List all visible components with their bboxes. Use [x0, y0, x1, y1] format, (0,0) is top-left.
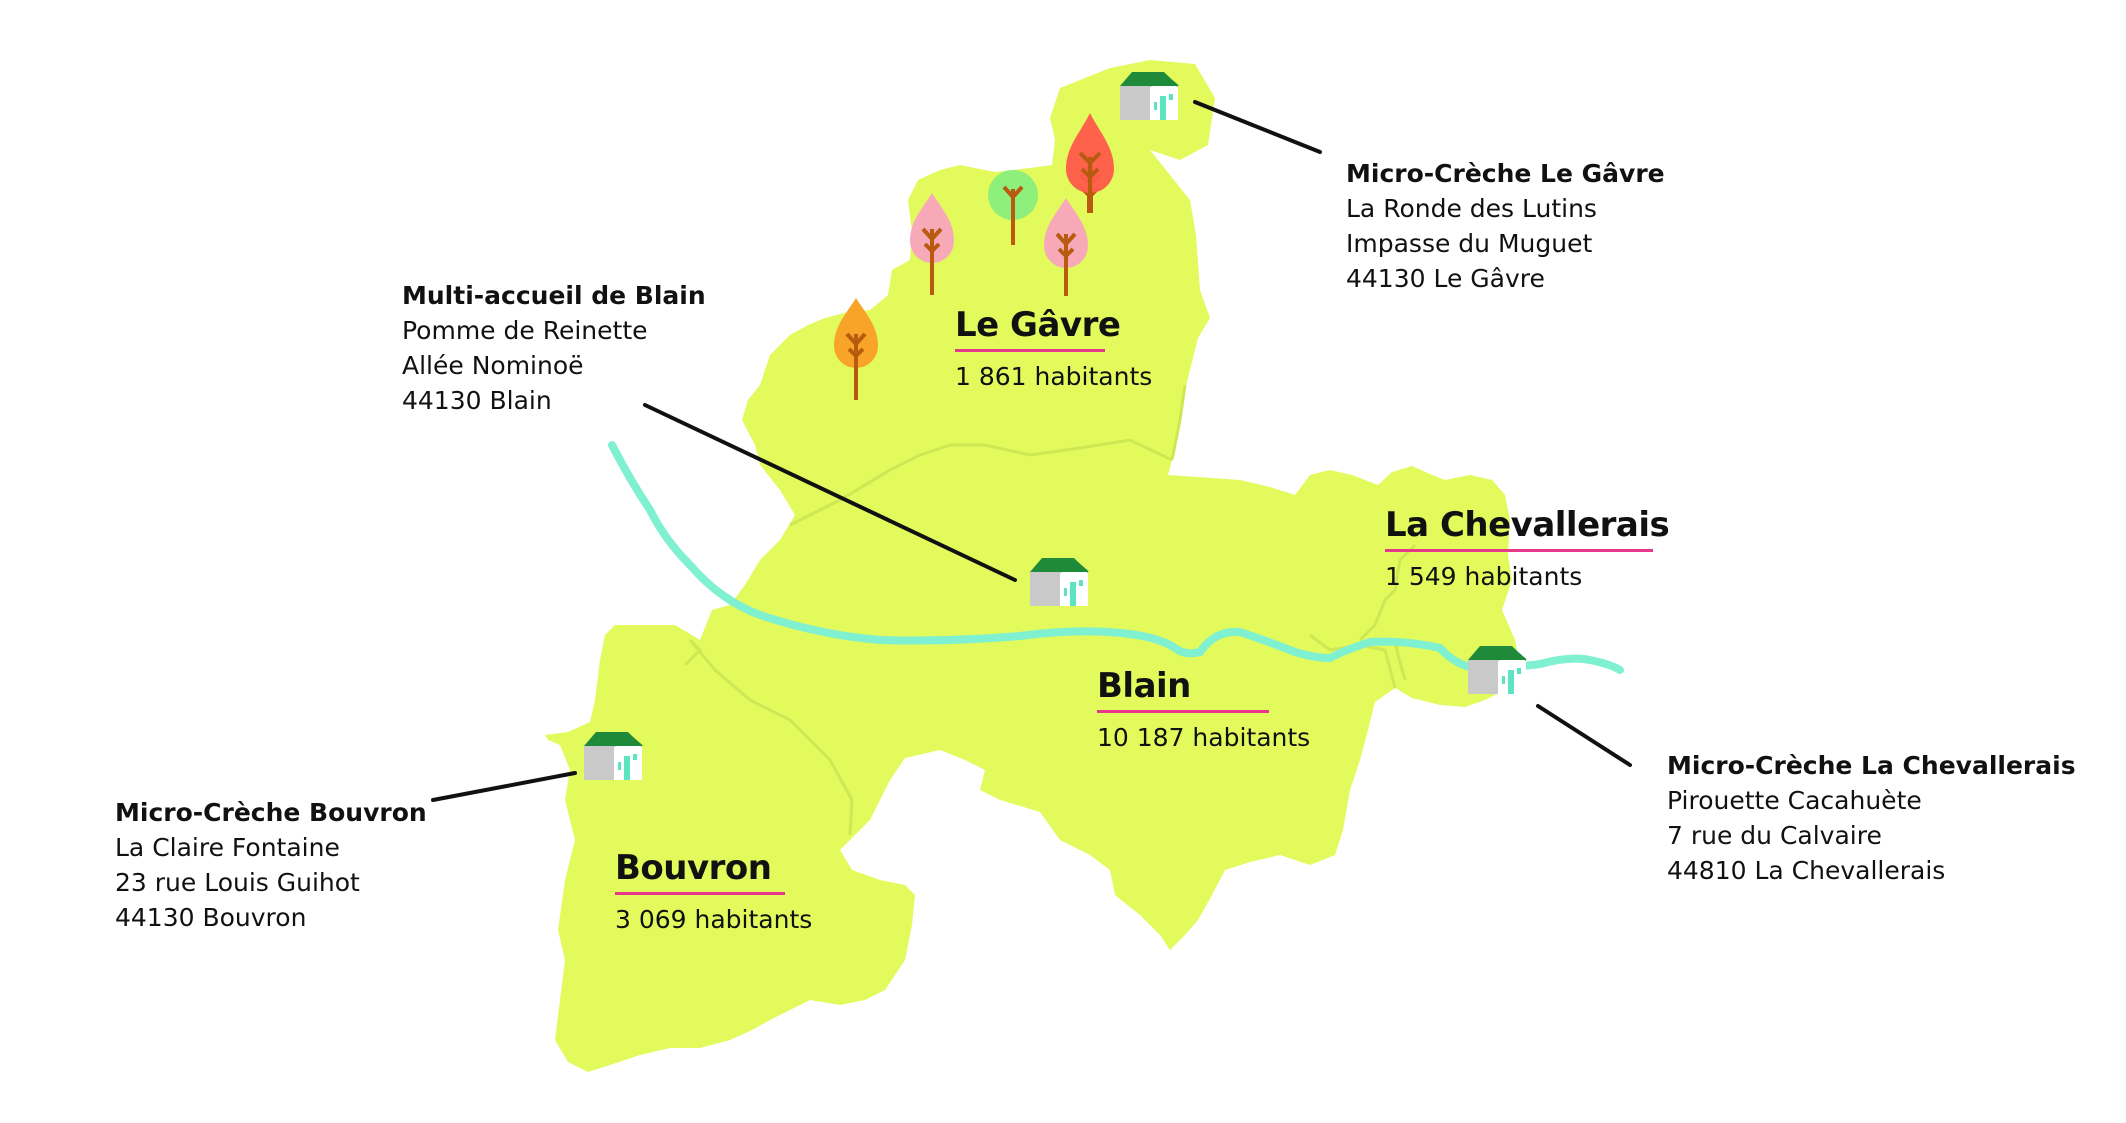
commune-label-le-gavre: Le Gâvre 1 861 habitants: [955, 305, 1152, 391]
leader-line-la-chevallerais: [1536, 704, 1632, 767]
facility-line: 23 rue Louis Guihot: [115, 868, 360, 897]
territory-shape: [545, 60, 1520, 1072]
leader-lines: [431, 100, 1632, 802]
leader-line-le-gavre: [1193, 100, 1322, 154]
commune-label-la-chevallerais: La Chevallerais 1 549 habitants: [1385, 505, 1670, 591]
facility-line: Pomme de Reinette: [402, 316, 648, 345]
forest-trees: [834, 113, 1114, 400]
facility-info-blain: Multi-accueil de Blain Pomme de Reinette…: [402, 278, 706, 418]
facility-info-la-chevallerais: Micro-Crèche La Chevallerais Pirouette C…: [1667, 748, 2076, 888]
commune-underline: [1385, 549, 1653, 552]
commune-name: Bouvron: [615, 848, 772, 888]
commune-name: Blain: [1097, 666, 1191, 706]
house-icon-bouvron: [583, 731, 643, 781]
facility-line: 44130 Blain: [402, 386, 552, 415]
commune-population: 1 861 habitants: [955, 362, 1153, 391]
commune-population: 10 187 habitants: [1097, 723, 1311, 752]
commune-label-blain: Blain 10 187 habitants: [1097, 666, 1310, 752]
facility-line: 7 rue du Calvaire: [1667, 821, 1882, 850]
facility-title: Micro-Crèche Bouvron: [115, 798, 427, 827]
facility-info-le-gavre: Micro-Crèche Le Gâvre La Ronde des Lutin…: [1346, 156, 1665, 296]
commune-underline: [955, 349, 1105, 352]
tree-icon: [988, 170, 1038, 245]
tree-icon: [834, 298, 878, 400]
facility-line: Pirouette Cacahuète: [1667, 786, 1922, 815]
commune-name: Le Gâvre: [955, 305, 1121, 345]
commune-underline: [1097, 710, 1269, 713]
facility-line: Allée Nominoë: [402, 351, 584, 380]
facility-line: Impasse du Muguet: [1346, 229, 1593, 258]
facility-line: La Claire Fontaine: [115, 833, 340, 862]
facility-title: Multi-accueil de Blain: [402, 281, 706, 310]
tree-icon: [1044, 198, 1088, 296]
commune-underline: [615, 892, 785, 895]
tree-icon: [1066, 113, 1114, 213]
facility-info-bouvron: Micro-Crèche Bouvron La Claire Fontaine …: [115, 795, 427, 935]
facility-title: Micro-Crèche Le Gâvre: [1346, 159, 1665, 188]
commune-population: 3 069 habitants: [615, 905, 813, 934]
facility-line: 44810 La Chevallerais: [1667, 856, 1946, 885]
commune-label-bouvron: Bouvron 3 069 habitants: [615, 848, 812, 934]
facility-line: 44130 Bouvron: [115, 903, 307, 932]
facility-title: Micro-Crèche La Chevallerais: [1667, 751, 2076, 780]
facility-line: 44130 Le Gâvre: [1346, 264, 1545, 293]
house-icon-blain: [1029, 557, 1089, 607]
facility-line: La Ronde des Lutins: [1346, 194, 1597, 223]
leader-line-blain: [643, 403, 1017, 582]
house-icon-le-gavre: [1119, 71, 1179, 121]
commune-name: La Chevallerais: [1385, 505, 1670, 545]
commune-population: 1 549 habitants: [1385, 562, 1583, 591]
house-icon-la-chevallerais: [1467, 645, 1527, 695]
tree-icon: [910, 193, 954, 295]
leader-line-bouvron: [431, 771, 577, 802]
